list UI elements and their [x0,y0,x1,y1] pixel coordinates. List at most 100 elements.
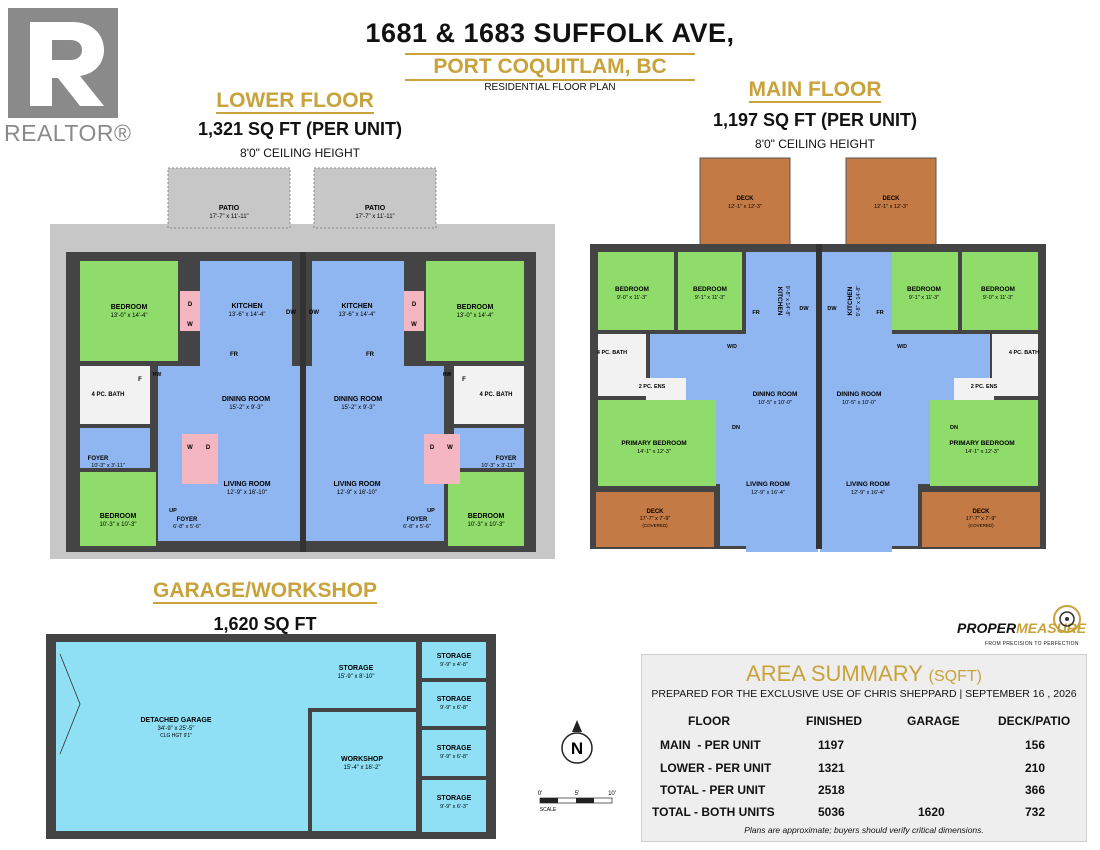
lower-left-dining-label: DINING ROOM [222,396,270,403]
main-right-kitchen-label: KITCHEN [847,286,854,315]
main-right-deck-bottom [922,492,1040,547]
address-title: 1681 & 1683 SUFFOLK AVE, [365,18,735,48]
row-total-unit-deck: 366 [1025,783,1046,797]
row-lower-floor: LOWER - PER UNIT [660,761,772,775]
storage-main-label: STORAGE [339,665,374,672]
main-left-deck-top [699,157,791,251]
workshop [312,712,416,831]
main-left-wd: W/D [727,344,737,350]
main-right-living-dims: 12'-9" x 16'-4" [851,490,885,496]
main-left-bedroom2-dims: 9'-1" x 11'-3" [695,295,725,301]
lower-right-dryer: D [430,445,435,451]
storage-4-dims: 9'-9" x 6'-3" [440,804,468,810]
lower-right-foyer2-dims: 6'-8" x 5'-6" [403,524,431,530]
scale-label: SCALE [540,807,557,813]
main-right-bedroom-2 [892,252,958,330]
main-right-fr: FR [876,310,883,316]
main-left-living-label: LIVING ROOM [746,481,790,488]
main-left-fr: FR [752,310,759,316]
main-left-deck-label: DECK [646,509,664,515]
main-right-deck-top-dims: 12'-1" x 12'-3" [874,204,908,210]
main-left-primary-dims: 14'-1" x 12'-3" [637,449,671,455]
patio-right-dims: 17'-7" x 11'-11" [355,214,394,220]
lower-left-bath [80,366,150,424]
row-lower-finished: 1321 [818,761,845,775]
lower-right-bedroom2-label: BEDROOM [468,513,505,520]
storage-2 [422,682,486,726]
lower-right-laundry [424,434,460,484]
garage-door [59,653,81,755]
patio-left-dims: 17'-7" x 11'-11" [209,214,248,220]
garage-note: CLG HGT 9'1" [160,733,192,739]
row-total-both-deck: 732 [1025,805,1046,819]
main-right-bedroom1-dims: 9'-0" x 11'-3" [983,295,1013,301]
lower-right-bedroom2-dims: 10'-3" x 10'-3" [468,522,505,528]
lower-left-foyer [80,428,150,468]
garage-title: GARAGE/WORKSHOP [152,579,377,604]
storage-3-label: STORAGE [437,745,472,752]
main-left-dw: DW [799,306,809,312]
storage-1-dims: 9'-9" x 4'-8" [440,662,468,668]
main-left-dining-dims: 10'-5" x 10'-0" [758,400,792,406]
logo-tagline: FROM PRECISION TO PERFECTION [985,641,1079,647]
main-right-dn: DN [950,425,958,431]
lower-left-washer: W [187,445,193,451]
target-icon [1053,605,1081,633]
main-left-living-dims: 12'-9" x 16'-4" [751,490,785,496]
realtor-wordmark: REALTOR® [4,120,132,146]
patio-right [313,167,437,229]
lower-left-bath-label: 4 PC. BATH [92,392,125,398]
lower-party-wall [300,252,306,552]
lower-right-dining-dims: 15'-2" x 9'-3" [341,405,375,411]
main-right-deck-dims: 17'-7" x 7'-9" [966,516,997,522]
lower-right-bedroom-dims: 13'-0" x 14'-4" [457,313,494,319]
main-right-bedroom1-label: BEDROOM [981,286,1015,293]
row-main-deck: 156 [1025,738,1046,752]
main-right-bedroom2-label: BEDROOM [907,286,941,293]
storage-2-dims: 9'-9" x 6'-8" [440,705,468,711]
lower-left-foyer-2 [162,491,212,541]
storage-3-dims: 9'-9" x 6'-8" [440,754,468,760]
garage-dims: 34'-9" x 25'-5" [158,726,195,732]
main-right-wd: W/D [897,344,907,350]
storage-3 [422,730,486,776]
row-total-unit: TOTAL - PER UNIT [660,783,766,797]
scale-tick-0: 0' [538,791,542,797]
lower-left-bedroom2-dims: 10'-3" x 10'-3" [100,522,137,528]
storage-4 [422,780,486,832]
scale-tick-5: 5' [575,791,579,797]
workshop-dims: 15'-4" x 16'-2" [344,765,381,771]
main-right-ensuite-label: 2 PC. ENS [971,384,998,390]
garage-plan: DETACHED GARAGE 34'-9" x 25'-5" CLG HGT … [46,634,496,839]
main-left-deck-top-label: DECK [736,196,754,202]
lower-left-fr: FR [230,352,239,358]
main-left-ensuite-label: 2 PC. ENS [639,384,666,390]
lower-right-w: W [411,322,417,328]
lower-right-bedroom-label: BEDROOM [457,304,494,311]
row-total-unit-finished: 2518 [818,783,845,797]
compass-icon: N [561,720,593,764]
lower-left-dining-dims: 15'-2" x 9'-3" [229,405,263,411]
main-right-deck-label: DECK [972,509,990,515]
lower-right-wd [404,291,424,331]
lower-right-kitchen [312,261,404,366]
main-right-ensuite [954,378,994,400]
patio-right-label: PATIO [365,205,386,212]
lower-right-hw: HW [443,372,452,378]
main-right-bath [992,334,1038,396]
main-left-bath-label: 4 PC. BATH [597,350,627,356]
lower-right-bath [454,366,524,424]
patio-left [167,167,291,229]
main-right-living-label: LIVING ROOM [846,481,890,488]
compass-n: N [571,739,583,758]
lower-left-furnace: F [138,377,142,383]
main-right-bedroom-1 [962,252,1038,330]
logo-proper: PROPER [957,620,1017,636]
lower-right-bedroom [426,261,524,361]
main-right-bedroom2-dims: 9'-1" x 11'-3" [909,295,939,301]
main-right-primary-dims: 14'-1" x 12'-3" [965,449,999,455]
lower-right-d: D [412,302,417,308]
lower-left-hw: HW [153,372,162,378]
lower-left-living-label: LIVING ROOM [223,481,270,488]
area-summary: AREA SUMMARY (SQFT) PREPARED FOR THE EXC… [641,654,1087,842]
